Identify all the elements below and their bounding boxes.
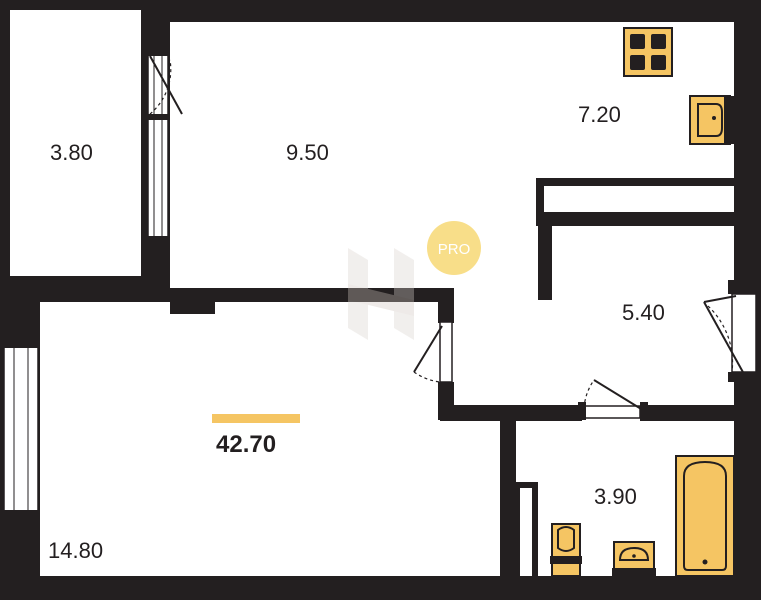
room-label-kitchen-niche: 7.20 bbox=[578, 102, 621, 127]
stove-icon bbox=[623, 27, 673, 77]
kitchen-sink-icon bbox=[689, 95, 734, 145]
living-room-door[interactable] bbox=[413, 321, 453, 383]
room-label-bathroom: 3.90 bbox=[594, 484, 637, 509]
living-top-wall-extra bbox=[170, 300, 215, 314]
room-label-living-room: 14.80 bbox=[48, 538, 103, 563]
room-label-balcony: 3.80 bbox=[50, 140, 93, 165]
hall-partition bbox=[538, 212, 552, 300]
pro-badge: PRO bbox=[427, 221, 481, 275]
room-label-hallway: 5.40 bbox=[622, 300, 665, 325]
right-jamb-lower bbox=[728, 372, 761, 382]
outer-wall-left-upper bbox=[0, 0, 10, 276]
total-area-label: 42.70 bbox=[216, 431, 276, 458]
watermark-logo bbox=[348, 248, 414, 340]
bathroom-door[interactable] bbox=[578, 379, 648, 420]
niche-wall-vertical bbox=[536, 178, 544, 226]
washbasin-icon bbox=[612, 541, 656, 577]
bathtub-icon bbox=[675, 455, 735, 577]
niche-wall-horizontal bbox=[536, 178, 736, 186]
balcony-door[interactable] bbox=[149, 55, 183, 115]
hall-right-door[interactable] bbox=[703, 293, 757, 375]
pro-badge-text: PRO bbox=[438, 241, 471, 258]
total-area-underline bbox=[212, 414, 300, 423]
balcony-bottom-wall bbox=[0, 276, 170, 302]
outer-wall-bottom bbox=[0, 576, 761, 600]
balcony-top-wall bbox=[0, 0, 146, 10]
living-top-wall bbox=[150, 288, 450, 302]
window-balcony bbox=[146, 48, 170, 244]
right-jamb-upper bbox=[728, 280, 761, 294]
shaft-inner bbox=[520, 488, 532, 576]
room-label-kitchen: 9.50 bbox=[286, 140, 329, 165]
outer-wall-top bbox=[146, 0, 761, 22]
living-door-pillar bbox=[438, 288, 454, 323]
window-living bbox=[0, 340, 40, 518]
toilet-icon bbox=[550, 523, 582, 577]
bath-left-wall bbox=[500, 405, 516, 600]
bath-top-wall-right bbox=[640, 405, 736, 421]
niche-wall-horizontal-2 bbox=[536, 212, 736, 226]
